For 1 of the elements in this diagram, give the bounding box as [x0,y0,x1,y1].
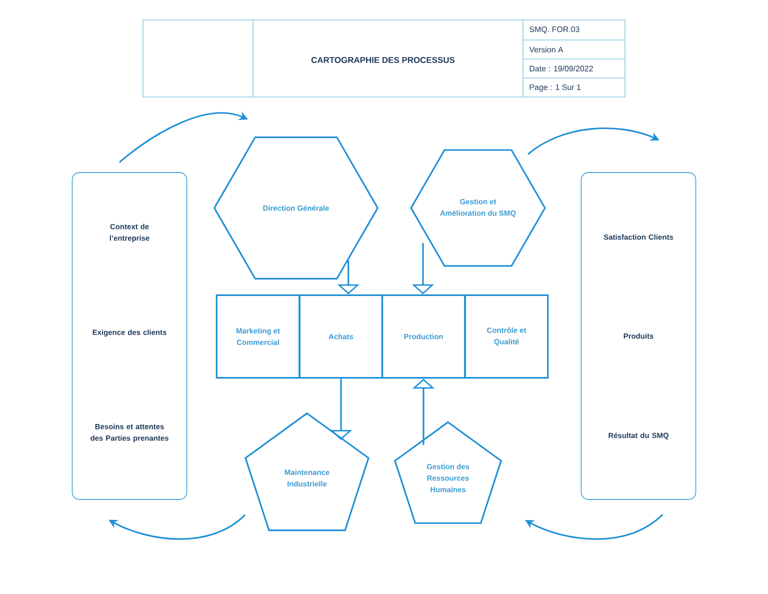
title: CARTOGRAPHIE DES PROCESSUS [311,57,455,63]
